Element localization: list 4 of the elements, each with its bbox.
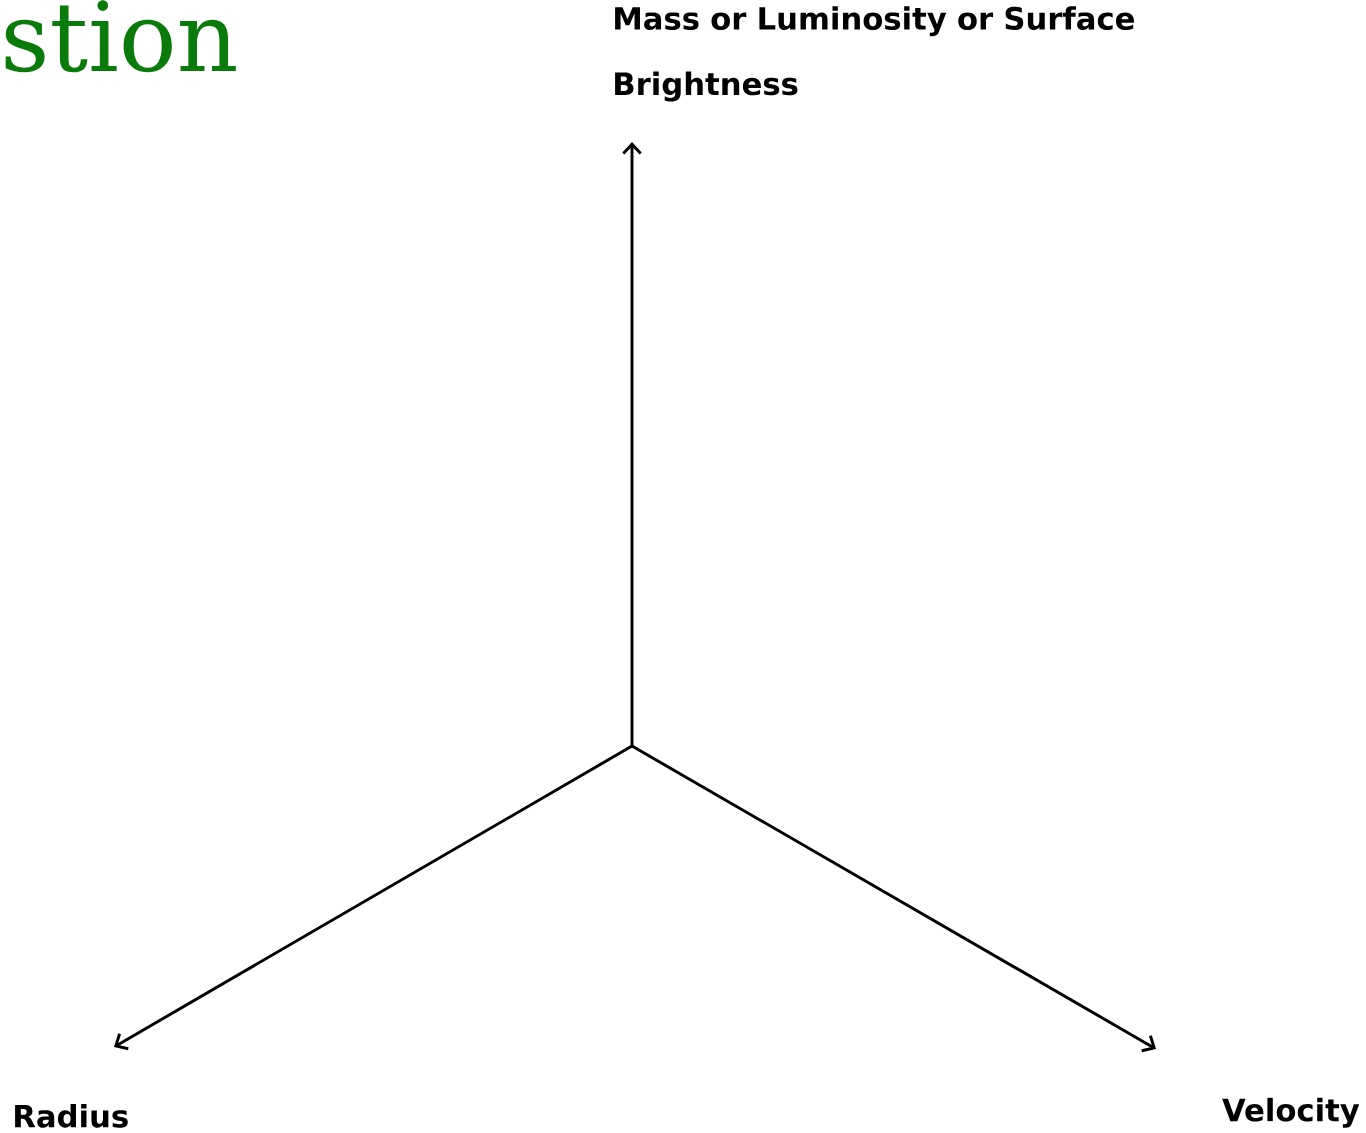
axis-label: Mass or Luminosity or Surface Brightness	[615, 6, 1134, 102]
axis-label: Radius	[15, 1104, 128, 1128]
title-text: stion	[5, 0, 236, 73]
axis-label: Velocity	[1222, 1097, 1360, 1128]
